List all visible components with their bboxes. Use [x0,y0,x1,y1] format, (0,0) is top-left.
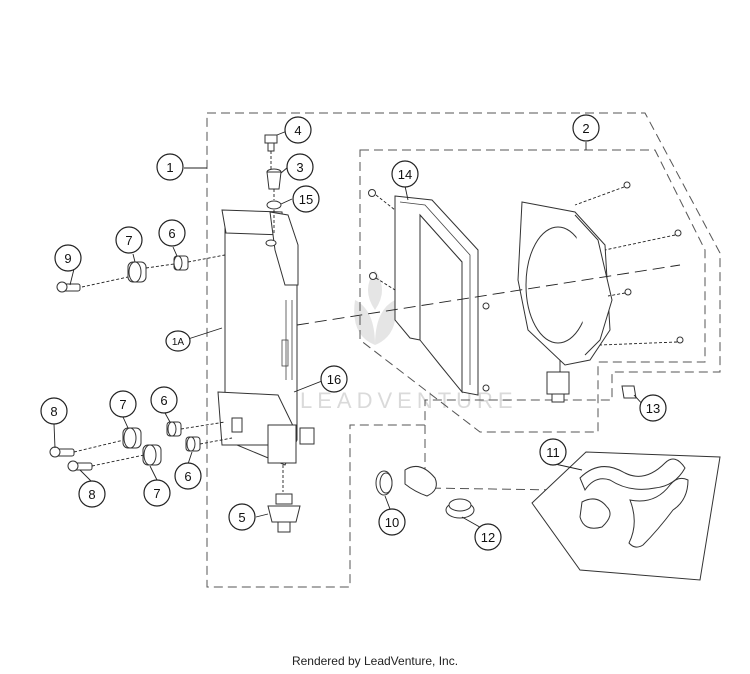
callout-9: 9 [54,244,82,272]
callout-8-lower: 8 [78,480,106,508]
svg-text:11: 11 [546,445,560,460]
callout-13: 13 [639,394,667,422]
assembly-boundary-1 [206,112,721,588]
callout-6-middle: 6 [150,386,178,414]
fan-shroud-bracket [368,189,490,396]
callout-5: 5 [228,503,256,531]
svg-text:5: 5 [238,510,245,525]
hose-kit-boundary [424,425,561,491]
svg-text:9: 9 [64,251,71,266]
callout-7-upper: 7 [115,226,143,254]
svg-text:7: 7 [153,486,160,501]
callout-7-middle: 7 [109,390,137,418]
callout-6-upper: 6 [158,219,186,247]
clip-part [621,385,637,399]
svg-text:6: 6 [160,393,167,408]
svg-text:4: 4 [294,123,301,138]
callout-4: 4 [284,116,312,144]
svg-text:13: 13 [646,401,660,416]
svg-text:10: 10 [385,515,399,530]
svg-text:14: 14 [398,167,412,182]
callout-1: 1 [156,153,184,181]
radiator [217,209,315,466]
svg-text:7: 7 [125,233,132,248]
svg-text:3: 3 [296,160,303,175]
fan-assembly [517,181,684,403]
callout-3: 3 [286,153,314,181]
svg-text:16: 16 [327,372,341,387]
callout-11: 11 [539,438,567,466]
svg-text:12: 12 [481,530,495,545]
callout-7-lower: 7 [143,479,171,507]
callout-8-upper: 8 [40,397,68,425]
svg-text:7: 7 [119,397,126,412]
sensor-part [267,465,301,533]
callout-14: 14 [391,160,419,188]
assembly-boundary-2 [359,149,706,433]
lower-mount-hardware [49,421,233,472]
hose-parts [375,465,475,519]
svg-text:6: 6 [168,226,175,241]
assembly-axis [296,264,681,326]
svg-text:2: 2 [582,121,589,136]
upper-mount-hardware [56,254,226,293]
radiator-cap-parts [264,134,282,235]
svg-text:8: 8 [88,487,95,502]
callout-15: 15 [292,185,320,213]
callout-12: 12 [474,523,502,551]
callout-6-lower: 6 [174,462,202,490]
hose-kit [531,451,721,581]
svg-text:15: 15 [299,192,313,207]
svg-text:8: 8 [50,404,57,419]
callout-2: 2 [572,114,600,142]
svg-text:1A: 1A [172,337,185,348]
callout-16: 16 [320,365,348,393]
svg-text:1: 1 [166,160,173,175]
render-credit: Rendered by LeadVenture, Inc. [291,654,459,668]
callout-10: 10 [378,508,406,536]
callout-1a: 1A [165,330,191,352]
svg-text:6: 6 [184,469,191,484]
